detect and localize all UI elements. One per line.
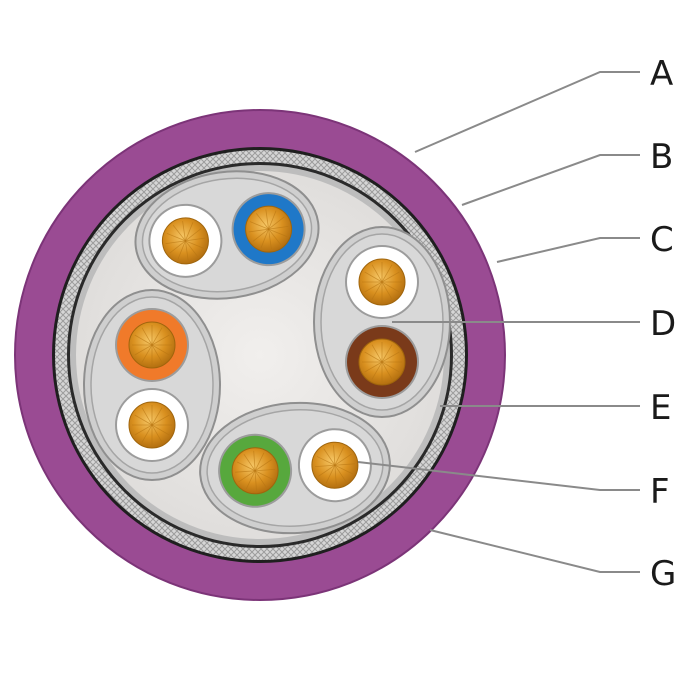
label-a: A [650, 54, 673, 94]
conductor-strand [364, 271, 400, 293]
twisted-pairs-group [83, 170, 451, 535]
conductor-strand [364, 351, 400, 373]
conductor-strand [169, 228, 202, 254]
leader-line-f [357, 461, 640, 491]
conductor-strand [318, 453, 352, 477]
leader-line-c [496, 237, 640, 263]
twisted-pair-bottom [199, 401, 391, 535]
leader-line-b [461, 154, 640, 206]
conductor-strand [252, 216, 285, 242]
leader-lines [357, 71, 640, 573]
conductor-strand [238, 459, 272, 483]
label-g: G [650, 554, 676, 594]
twisted-pair-top [134, 170, 320, 300]
label-b: B [650, 137, 673, 177]
label-f: F [650, 472, 670, 512]
label-d: D [650, 304, 676, 344]
label-e: E [650, 388, 671, 428]
twisted-pair-right [313, 226, 451, 418]
leader-line-a [414, 71, 640, 153]
conductor-strand [134, 414, 170, 436]
label-c: C [650, 220, 674, 260]
twisted-pair-left [83, 289, 221, 481]
leader-line-g [429, 529, 640, 573]
conductor-strand [134, 334, 170, 356]
